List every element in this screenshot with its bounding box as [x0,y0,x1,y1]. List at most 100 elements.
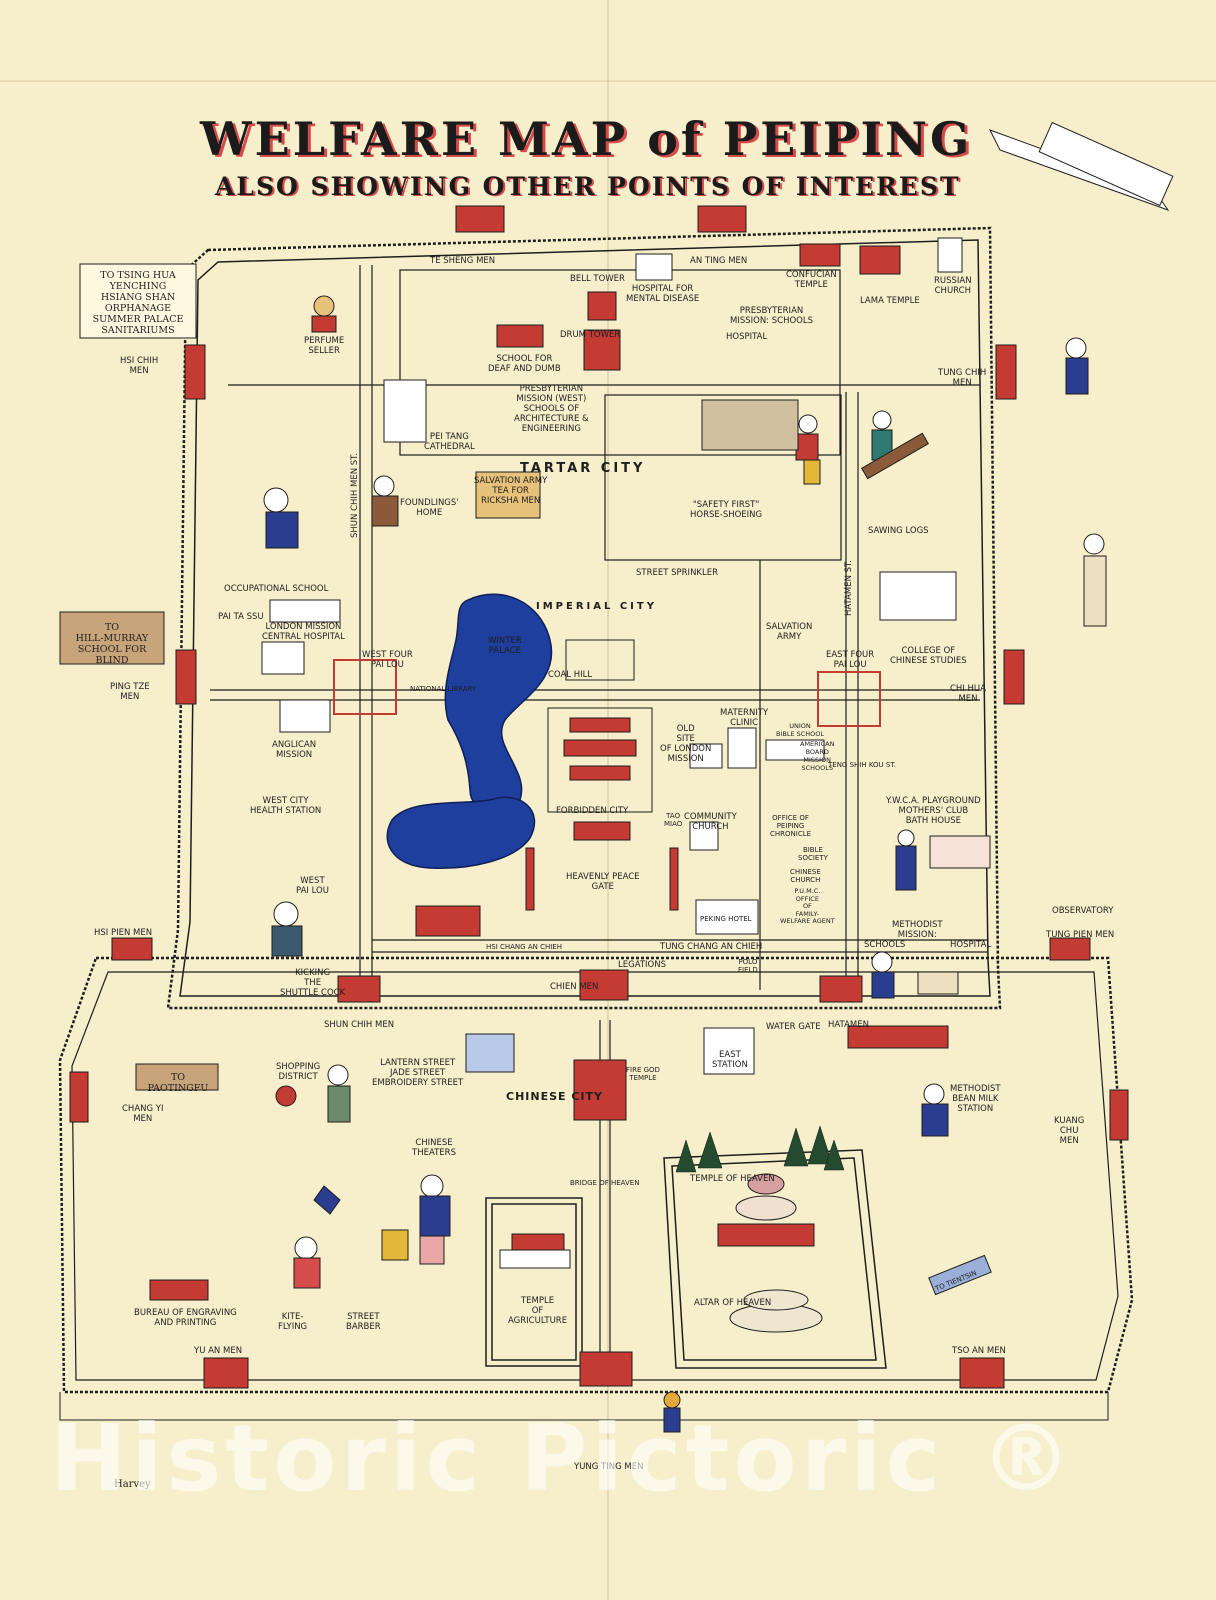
label-methodist-bean-milk: METHODIST BEAN MILK STATION [950,1084,1001,1114]
label-old-site-london: OLD SITE OF LONDON MISSION [660,724,712,764]
label-te-sheng-men: TE SHENG MEN [430,256,496,266]
label-coal-hill: COAL HILL [548,670,593,680]
label-college-chinese: COLLEGE OF CHINESE STUDIES [890,646,967,666]
label-safety-first: "SAFETY FIRST" HORSE-SHOEING [690,500,763,520]
label-shopping-district: SHOPPING DISTRICT [276,1062,321,1082]
label-observatory: OBSERVATORY [1052,906,1114,916]
label-tung-pien-men: TUNG PIEN MEN [1046,930,1115,940]
label-altar-of-heaven: ALTAR OF HEAVEN [694,1298,772,1308]
label-chinese-theaters: CHINESE THEATERS [412,1138,456,1158]
bell-drum-towers [583,291,621,371]
label-ping-tze-men: PING TZE MEN [110,682,150,702]
label-peking-hotel: PEKING HOTEL [700,915,752,923]
label-foundlings-home: FOUNDLINGS' HOME [400,498,459,518]
pine-trees [675,1125,845,1173]
label-community-church: COMMUNITY CHURCH [684,812,737,832]
label-heavenly-peace-gate: HEAVENLY PEACE GATE [566,872,640,892]
label-shun-chih-men-st: SHUN CHIH MEN ST. [350,452,360,538]
label-shun-chih-men: SHUN CHIH MEN [324,1020,395,1030]
sign-hill-murray: TO HILL-MURRAY SCHOOL FOR BLIND [75,622,149,666]
label-hsi-chang-an-chieh: HSI CHANG AN CHIEH [486,943,562,951]
palace-lakes [386,593,553,869]
label-water-gate: WATER GATE [766,1022,821,1032]
label-hatamen-st: HATAMEN ST. [844,560,854,616]
label-drum-tower: DRUM TOWER [560,330,621,340]
label-presbyterian-west: PRESBYTERIAN MISSION (WEST) SCHOOLS OF A… [514,384,589,434]
label-bell-tower: BELL TOWER [570,274,625,284]
label-hospital-2: HOSPITAL [950,940,992,950]
label-hospital: HOSPITAL [726,332,768,342]
label-hsi-pien-men: HSI PIEN MEN [94,928,153,938]
label-chinese-city: CHINESE CITY [506,1090,603,1103]
label-street-sprinkler: STREET SPRINKLER [636,568,719,578]
label-bible-society: BIBLE SOCIETY [798,846,828,862]
label-legations: LEGATIONS [618,960,666,970]
label-lantern-street: LANTERN STREET JADE STREET EMBROIDERY ST… [372,1058,464,1088]
label-hospital-mental: HOSPITAL FOR MENTAL DISEASE [626,284,700,304]
label-chang-yi-men: CHANG YI MEN [122,1104,164,1124]
label-hsi-chih-men: HSI CHIH MEN [120,356,159,376]
label-chi-hua-men: CHI HUA MEN [950,684,986,704]
label-tartar-city: TARTAR CITY [520,461,646,476]
label-tso-an-men: TSO AN MEN [952,1346,1006,1356]
artist-signature: Harvey [114,1479,151,1490]
label-chinese-church: CHINESE CHURCH [790,868,821,884]
label-presbyterian-mission: PRESBYTERIAN MISSION: SCHOOLS [730,306,813,326]
figures [263,295,1107,1433]
label-west-pai-lou: WEST PAI LOU [296,876,329,896]
gate-towers [69,205,1129,1389]
buildings [59,121,1174,1301]
label-yung-ting-men: YUNG TING MEN [574,1462,644,1472]
label-pai-ta-ssu: PAI TA SSU [218,612,264,622]
label-temple-agriculture: TEMPLE OF AGRICULTURE [508,1296,568,1326]
label-imperial-city: IMPERIAL CITY [536,601,657,612]
label-east-four-pai-lou: EAST FOUR PAI LOU [826,650,875,670]
label-schools: SCHOOLS [864,940,906,950]
label-bureau-engraving: BUREAU OF ENGRAVING AND PRINTING [134,1308,237,1328]
label-methodist-mission: METHODIST MISSION: [892,920,943,940]
sign-to-pao-ting-fu: TO PAOTINGFU [147,1072,209,1094]
watermark: Historic Pictoric ® [50,1405,1077,1512]
label-temple-of-heaven: TEMPLE OF HEAVEN [690,1174,775,1184]
label-pumc: P.U.M.C. OFFICE OF FAMILY- WELFARE AGENT [780,887,835,925]
forbidden-city-palaces [525,639,679,911]
label-west-city-health: WEST CITY HEALTH STATION [250,796,322,816]
label-salvation-army-tea: SALVATION ARMY TEA FOR RICKSHA MEN [474,476,548,506]
label-teng-shih-kou: TENG SHIH KOU ST. [828,761,897,769]
label-anglican-mission: ANGLICAN MISSION [272,740,317,760]
label-hatamen: HATAMEN [828,1020,869,1030]
label-salvation-army: SALVATION ARMY [766,622,813,642]
label-occupational-school: OCCUPATIONAL SCHOOL [224,584,329,594]
label-school-deaf: SCHOOL FOR DEAF AND DUMB [488,354,561,374]
map-subtitle: ALSO SHOWING OTHER POINTS OF INTEREST [215,172,961,201]
label-sawing-logs: SAWING LOGS [868,526,929,536]
label-an-ting-men: AN TING MEN [690,256,748,266]
fold-line-horizontal [0,80,1216,82]
label-lama-temple: LAMA TEMPLE [860,296,920,306]
label-office-chronicle: OFFICE OF PEIPING CHRONICLE [770,814,812,838]
label-chien-men: CHIEN MEN [550,982,599,992]
map-title: WELFARE MAP of PEIPING [200,112,973,166]
label-tao-miao: TAO MIAO [664,812,683,828]
label-london-mission: LONDON MISSION CENTRAL HOSPITAL [262,622,345,642]
label-union-bible: UNION BIBLE SCHOOL [776,722,825,738]
street-grid [210,265,988,1380]
label-east-station: EAST STATION [712,1050,748,1070]
label-kuang-chu-men: KUANG CHU MEN [1054,1116,1085,1146]
label-confucian-temple: CONFUCIAN TEMPLE [786,270,837,290]
label-bridge-of-heaven: BRIDGE OF HEAVEN [570,1179,640,1187]
label-yu-an-men: YU AN MEN [194,1346,243,1356]
label-west-four-pai-lou: WEST FOUR PAI LOU [362,650,413,670]
label-russian-church: RUSSIAN CHURCH [934,276,972,296]
sign-tsing-hua: TO TSING HUA YENCHING HSIANG SHAN ORPHAN… [92,270,184,336]
label-ywca: Y.W.C.A. PLAYGROUND MOTHERS' CLUB BATH H… [886,796,981,826]
label-american-board: AMERICAN BOARD MISSION SCHOOLS [800,740,835,772]
label-kicking-shuttlecock: KICKING THE SHUTTLE COCK [280,968,346,998]
label-pei-tang-cathedral: PEI TANG CATHEDRAL [424,432,475,452]
label-maternity-clinic: MATERNITY CLINIC [720,708,769,728]
label-street-barber: STREET BARBER [346,1312,381,1332]
label-tung-chang-an-chieh: TUNG CHANG AN CHIEH [660,942,763,952]
label-forbidden-city: FORBIDDEN CITY [556,806,629,816]
temple-of-heaven-hall [511,1173,823,1333]
